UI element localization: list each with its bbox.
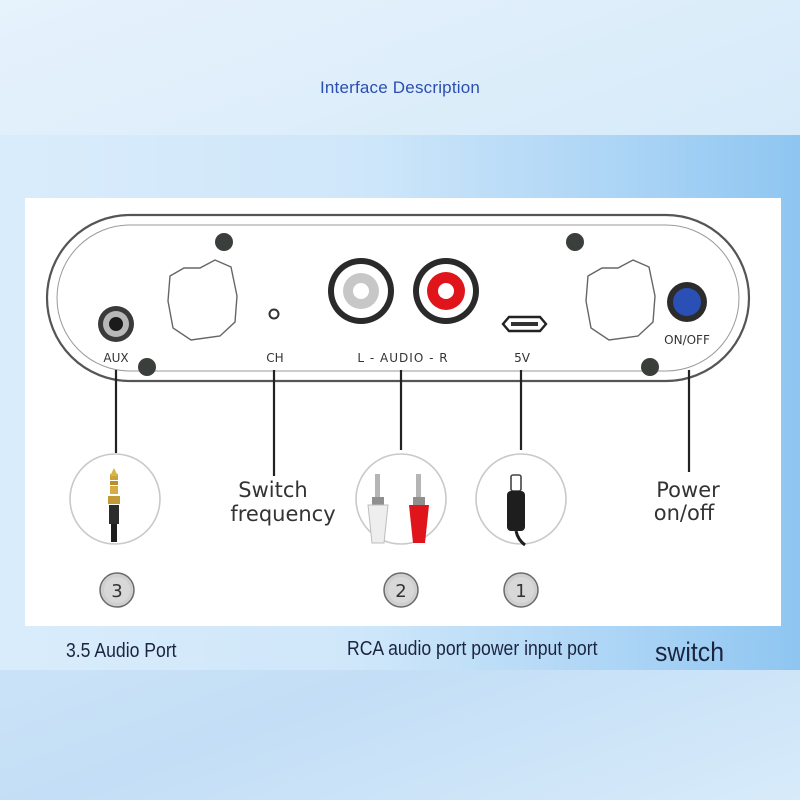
caption-rca-power: RCA audio port power input port [347, 638, 598, 660]
rca-right-red-icon[interactable] [413, 258, 479, 324]
aux-jack-icon[interactable] [98, 306, 134, 342]
ch-button-icon[interactable] [268, 308, 280, 320]
badge-1: 1 [503, 572, 539, 608]
badge-3: 3 [99, 572, 135, 608]
rca-left-white-icon[interactable] [328, 258, 394, 324]
caption-audio-port: 3.5 Audio Port [66, 640, 177, 662]
caption-switch: switch [655, 637, 725, 667]
badge-number: 2 [395, 581, 406, 602]
badge-number: 3 [111, 581, 122, 602]
switch-frequency-line2: frequency [230, 502, 335, 526]
screw-icon [215, 233, 233, 251]
usb-c-cable-icon [475, 453, 567, 547]
switch-frequency-line1: Switch [238, 478, 307, 502]
power-onoff-line1: Power [656, 478, 720, 502]
aux-cable-icon [69, 453, 161, 545]
power-label: ON/OFF [664, 333, 710, 347]
audio-label: L - AUDIO - R [357, 351, 448, 365]
ch-label: CH [266, 351, 283, 365]
aux-label: AUX [103, 351, 128, 365]
screw-icon [566, 233, 584, 251]
usb-c-port-icon[interactable] [501, 315, 548, 333]
badge-2: 2 [383, 572, 419, 608]
badge-number: 1 [515, 581, 526, 602]
power-onoff-line2: on/off [654, 501, 715, 525]
screw-icon [641, 358, 659, 376]
rca-cable-icon [355, 453, 447, 545]
usb-label: 5V [514, 351, 531, 365]
page-title: Interface Description [319, 78, 481, 97]
power-button-icon[interactable] [667, 282, 707, 322]
right-cutout [585, 259, 656, 341]
device-inner-outline [56, 224, 740, 372]
device-diagram: AUX CH L - AUDIO - R 5V ON [45, 213, 751, 608]
screw-icon [138, 358, 156, 376]
device-panel: AUX CH L - AUDIO - R 5V ON [25, 198, 781, 626]
left-cutout [167, 259, 238, 341]
device-outline [45, 213, 751, 383]
